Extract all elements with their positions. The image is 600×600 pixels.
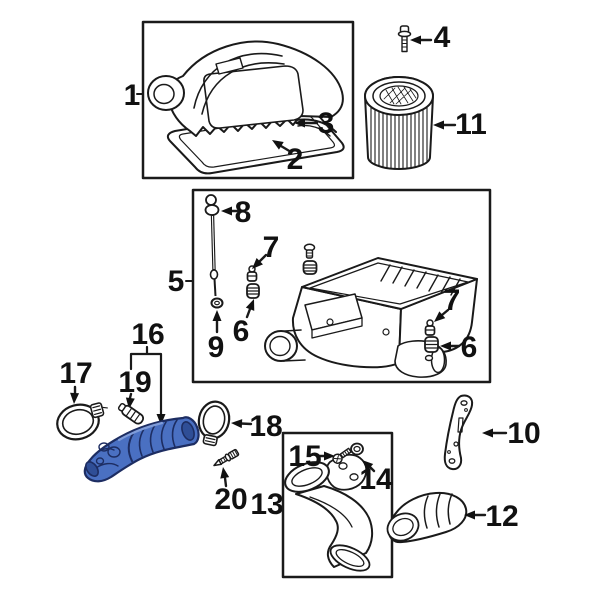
hose-seam [127, 431, 135, 462]
hose-outlet-opening [181, 421, 195, 441]
callout-7-right-label[interactable]: 7 [444, 284, 461, 317]
resonator-assembly-group: 15 14 [281, 431, 394, 579]
case-screw [303, 243, 316, 259]
part-14-grommet[interactable] [350, 442, 364, 456]
part-8-dipstick[interactable] [204, 194, 220, 297]
part-19-breather-tube[interactable] [117, 402, 145, 426]
part-6-mount-grommet-left[interactable] [246, 283, 260, 299]
callout-6-right-label[interactable]: 6 [461, 331, 478, 364]
callout-16-label[interactable]: 16 [131, 318, 164, 351]
callout-15-arrow [317, 451, 335, 461]
callout-20-arrow [220, 467, 230, 488]
callout-8-label[interactable]: 8 [235, 196, 252, 229]
callout-7-left-arrow [252, 253, 268, 269]
hose-highlight-sheen [117, 421, 164, 442]
case-ribs [380, 264, 461, 296]
case-grommet [302, 260, 318, 275]
case-inner-block-side [311, 317, 363, 339]
callout-3-arrow [294, 118, 319, 128]
cover-inlet-snout-bore [153, 83, 175, 105]
callout-13-label[interactable]: 13 [250, 488, 283, 521]
callout-10-arrow [482, 428, 508, 438]
callout-11-arrow [433, 120, 457, 130]
callout-2-label[interactable]: 2 [287, 143, 304, 176]
callout-14-label[interactable]: 14 [359, 463, 393, 496]
filter-pleats [370, 106, 428, 170]
callout-9-arrow [212, 310, 222, 334]
callout-17-label[interactable]: 17 [59, 357, 92, 390]
cover-handle-slot [215, 57, 244, 75]
resonator-upper-opening [284, 461, 330, 493]
callout-11-label[interactable]: 11 [455, 108, 487, 141]
part-16-air-intake-hose[interactable] [83, 416, 200, 483]
callout-19-arrow [125, 392, 135, 409]
hose-corrugation [138, 419, 178, 457]
part-1-air-cleaner-cover[interactable] [147, 40, 344, 137]
callout-7-left-label[interactable]: 7 [263, 231, 280, 264]
callout-12-arrow [464, 510, 487, 520]
callout-6-left-arrow [245, 299, 255, 319]
part-4-cover-bolt[interactable] [397, 25, 412, 53]
callout-12-label[interactable]: 12 [485, 500, 518, 533]
duct-opening [386, 512, 420, 542]
resonator-lower-opening [329, 544, 371, 572]
part-7-mount-clip-left[interactable] [246, 265, 258, 282]
callout-17-arrow [70, 385, 80, 404]
part-9-o-ring[interactable] [210, 297, 224, 309]
part-12-air-intake-duct[interactable] [383, 491, 468, 546]
callout-6-left-label[interactable]: 6 [233, 315, 250, 348]
part-7-mount-clip-right[interactable] [424, 319, 436, 336]
callout-5-label[interactable]: 5 [168, 265, 185, 298]
part-20-stud-bolt[interactable] [212, 448, 240, 469]
part-11-air-filter-element[interactable] [364, 76, 434, 170]
hose-molded-detail [94, 442, 121, 469]
callout-6-right-arrow [440, 341, 461, 351]
callout-4-label[interactable]: 4 [434, 21, 451, 54]
callout-7-right-arrow [434, 308, 450, 322]
cover-dome [203, 65, 304, 129]
callout-19-label[interactable]: 19 [118, 366, 151, 399]
cover-handle-inner [201, 62, 285, 115]
callout-3-label[interactable]: 3 [318, 107, 335, 140]
callout-9-label[interactable]: 9 [208, 331, 225, 364]
callout-14-arrow [362, 460, 376, 473]
callout-2-arrow [272, 140, 293, 154]
part-6-mount-grommet-right[interactable] [424, 336, 439, 362]
callout-4-arrow [410, 35, 433, 45]
part-10-bracket[interactable] [443, 394, 474, 471]
part-15-screw[interactable] [331, 446, 352, 465]
callout-16-bracket [129, 345, 166, 425]
callout-18-arrow [231, 419, 253, 429]
callout-15-label[interactable]: 15 [288, 440, 321, 473]
callout-8-arrow [221, 206, 242, 216]
hose-inlet-opening [85, 461, 99, 477]
callout-1-label[interactable]: 1 [124, 79, 141, 112]
duct-corrugation [423, 493, 453, 529]
callout-10-label[interactable]: 10 [507, 417, 540, 450]
case-assembly-group: 5 8 9 [168, 188, 492, 384]
part-18-hose-clamp[interactable] [194, 399, 232, 448]
part-17-hose-clamp[interactable] [53, 397, 113, 444]
callout-18-label[interactable]: 18 [249, 410, 282, 443]
filter-mesh-hatch [383, 86, 417, 105]
cover-assembly-group: 1 2 3 [124, 20, 355, 180]
callout-20-label[interactable]: 20 [214, 483, 247, 516]
